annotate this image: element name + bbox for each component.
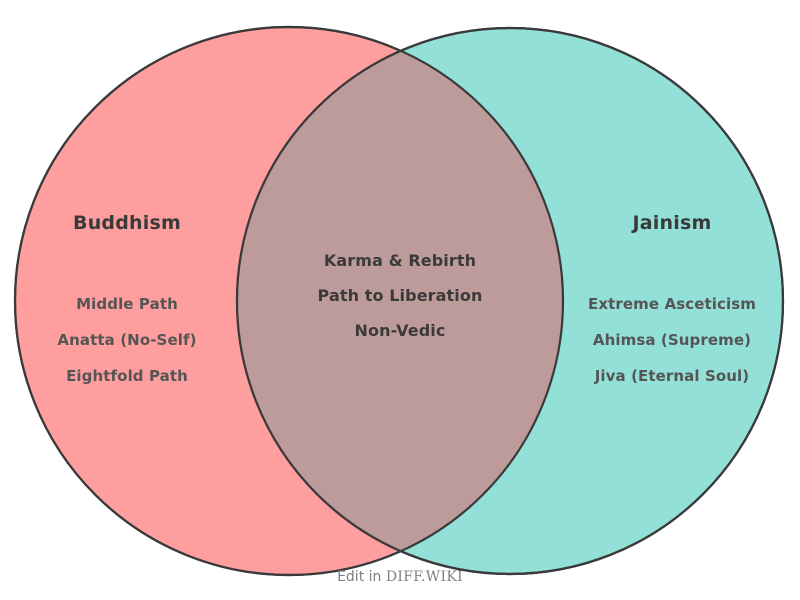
venn-circle-left-outline bbox=[13, 25, 565, 577]
venn-circle-right-outline bbox=[235, 26, 785, 576]
venn-circle-overlap[interactable] bbox=[237, 28, 783, 574]
